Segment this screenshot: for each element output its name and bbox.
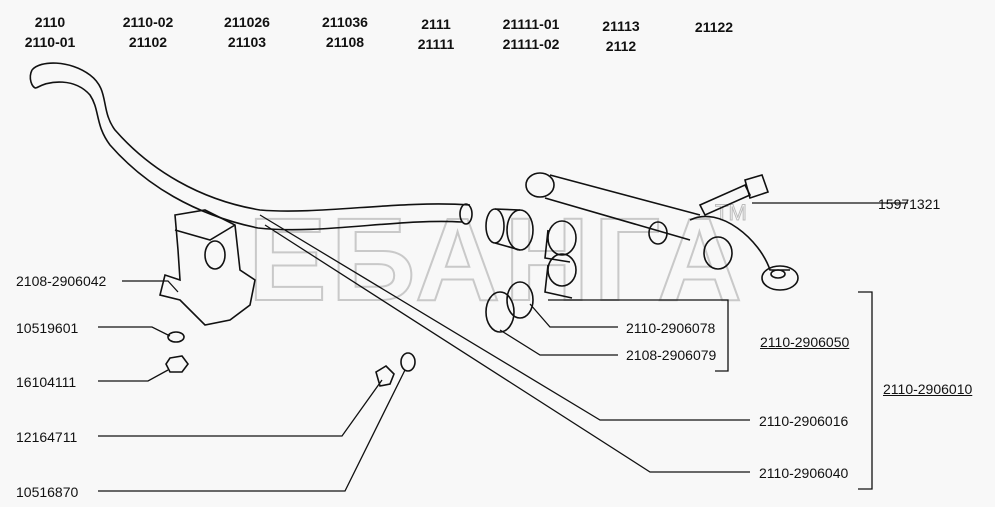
model-code: 21111-02 <box>502 36 560 52</box>
model-col-8: 21122 <box>695 17 733 37</box>
part-label-bolt[interactable]: 15971321 <box>878 196 941 212</box>
leader-lines <box>98 202 908 492</box>
nut-bottom <box>375 364 395 387</box>
model-code: 2112 <box>605 38 637 54</box>
nut-left <box>165 355 189 373</box>
model-code: 21113 <box>602 18 640 34</box>
part-label-subassembly-050[interactable]: 2110-2906050 <box>760 334 850 350</box>
model-col-5: 2111 21111 <box>418 14 455 54</box>
bracket <box>159 209 256 326</box>
part-label-washer-left[interactable]: 10519601 <box>16 320 79 336</box>
part-label-bushing-078[interactable]: 2110-2906078 <box>626 320 716 336</box>
model-code: 21108 <box>325 34 365 50</box>
stabilizer-bar <box>29 62 473 231</box>
bolt <box>698 174 770 217</box>
model-code: 211026 <box>224 14 270 30</box>
model-code: 2110-01 <box>24 34 76 50</box>
part-label-bushing-079[interactable]: 2108-2906079 <box>626 347 717 363</box>
model-code: 21102 <box>128 34 168 50</box>
model-code: 21103 <box>227 34 267 50</box>
model-col-4: 211036 21108 <box>322 12 368 52</box>
part-label-washer-bottom[interactable]: 10516870 <box>16 484 79 500</box>
model-col-7: 21113 2112 <box>602 16 639 56</box>
lever-arm <box>525 172 799 291</box>
model-col-6: 21111-01 21111-02 <box>503 14 560 54</box>
model-code: 211036 <box>322 14 368 30</box>
part-label-assembly-010[interactable]: 2110-2906010 <box>883 381 973 397</box>
model-col-2: 2110-02 21102 <box>123 12 174 52</box>
part-label-link-040[interactable]: 2110-2906040 <box>759 465 849 481</box>
part-label-bracket[interactable]: 2108-2906042 <box>16 273 107 289</box>
model-col-3: 211026 21103 <box>224 12 270 52</box>
bushings <box>485 208 577 333</box>
model-code: 2110-02 <box>122 14 174 30</box>
model-code: 21111-01 <box>502 16 560 32</box>
washer-left <box>167 331 185 343</box>
model-code: 2110 <box>34 14 66 30</box>
part-label-nut-bottom[interactable]: 12164711 <box>16 429 78 445</box>
part-label-nut-left[interactable]: 16104111 <box>16 374 77 390</box>
model-code: 21122 <box>694 19 734 35</box>
part-label-bar-016[interactable]: 2110-2906016 <box>759 413 849 429</box>
model-code: 21111 <box>417 36 455 52</box>
model-col-1: 2110 2110-01 <box>25 12 76 52</box>
washer-bottom <box>400 352 416 372</box>
model-code: 2111 <box>421 16 451 32</box>
